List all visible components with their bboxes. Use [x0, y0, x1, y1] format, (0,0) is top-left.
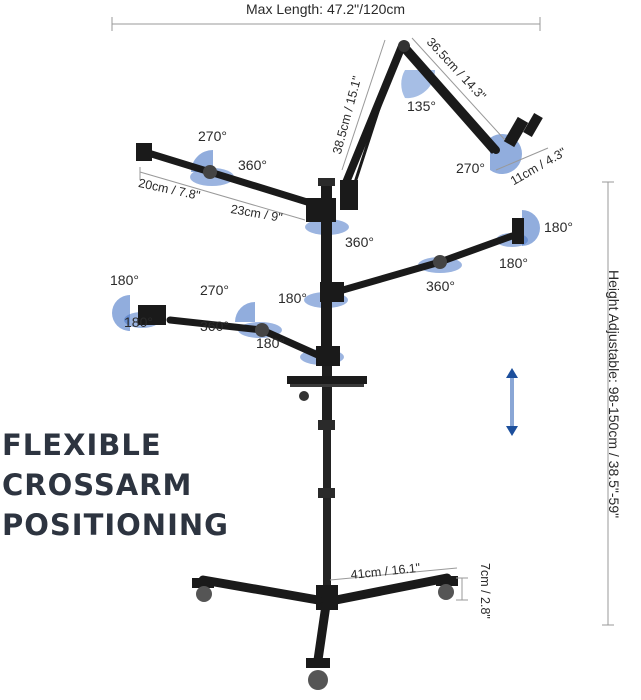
- angle-right-lower: 180°: [499, 255, 528, 271]
- laptop-tray: [287, 376, 367, 387]
- microphone-holder: [503, 112, 543, 148]
- angle-left-rotate: 360°: [200, 318, 229, 334]
- headline-line-1: FLEXIBLE: [2, 428, 162, 462]
- angle-right-joint: 360°: [426, 278, 455, 294]
- angle-boom-tip: 270°: [456, 160, 485, 176]
- arm-right: [320, 218, 524, 302]
- angle-left-bottom: 180°: [124, 314, 153, 330]
- center-pole: [299, 178, 338, 610]
- headline-line-2: CROSSARM: [2, 468, 193, 502]
- angle-boom-joint: 135°: [407, 98, 436, 114]
- angle-left-top: 180°: [110, 272, 139, 288]
- angle-mid-clamp: 180°: [278, 290, 307, 306]
- headline-line-3: POSITIONING: [2, 508, 229, 542]
- angle-right-tip: 180°: [544, 219, 573, 235]
- base-dimension-line: [329, 567, 468, 601]
- max-length-label: Max Length: 47.2"/120cm: [246, 1, 406, 17]
- height-dimension-line: [602, 181, 614, 626]
- angle-left-tilt: 270°: [200, 282, 229, 298]
- arm-upper-left-dimension: [139, 167, 306, 221]
- max-length-dimension-line: [111, 17, 541, 31]
- caster-wheels: [192, 576, 458, 690]
- angle-lower-clamp: 180°: [256, 335, 285, 351]
- caster-label: 7cm / 2.8": [478, 563, 492, 619]
- headline: FLEXIBLE CROSSARM POSITIONING: [2, 425, 229, 545]
- height-arrow-icon: [506, 368, 518, 436]
- height-label: Height Adjustable: 98-150cm / 38.5"-59": [606, 270, 622, 519]
- angle-pole-top: 360°: [345, 234, 374, 250]
- angle-arm1-tilt: 270°: [198, 128, 227, 144]
- boom-dimension-lines: [341, 37, 549, 171]
- arm-upper-left: [136, 143, 336, 222]
- angle-arm1-rotate: 360°: [238, 157, 267, 173]
- tripod-base: [198, 573, 452, 665]
- arm-lower-left: [138, 305, 340, 366]
- boom-arm: [340, 40, 500, 210]
